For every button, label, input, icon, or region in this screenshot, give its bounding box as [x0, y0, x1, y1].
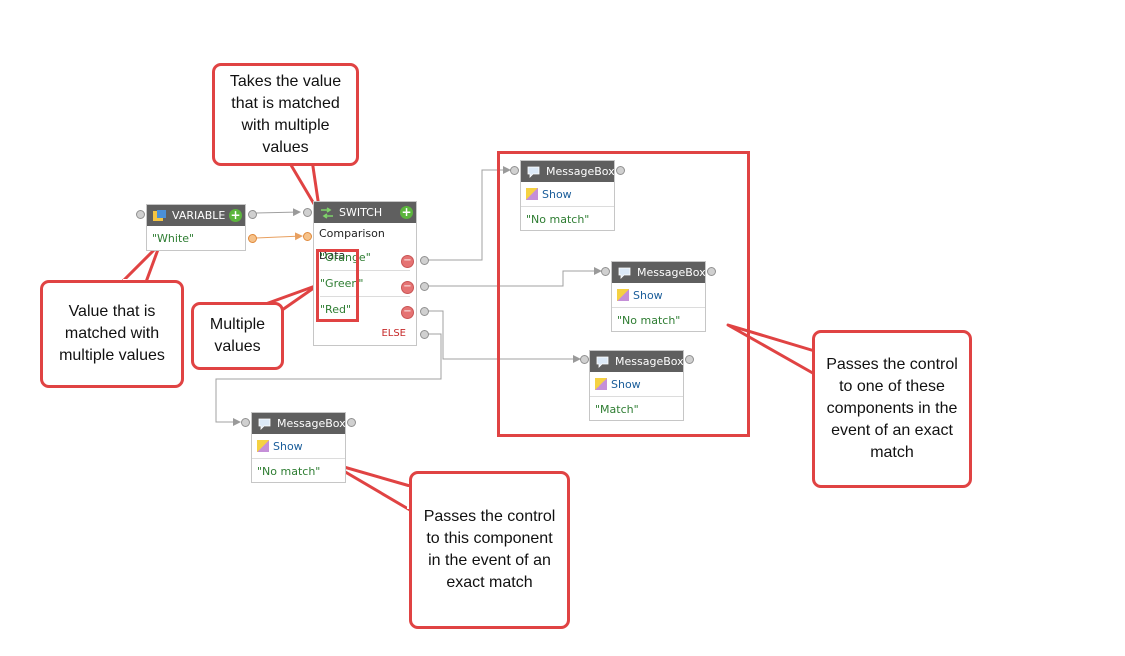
speech-bubble-icon — [258, 418, 272, 430]
show-icon — [526, 188, 538, 200]
messagebox-header: MessageBox — [612, 262, 706, 283]
case-red-port[interactable] — [420, 307, 429, 316]
variable-icon — [153, 209, 167, 222]
comparison-data-label: Comparison Data — [319, 227, 385, 262]
messagebox-node[interactable]: MessageBox Show "No match" — [520, 160, 615, 231]
match-targets-highlight — [497, 151, 750, 437]
messagebox-header: MessageBox — [590, 351, 684, 372]
variable-node-title: VARIABLE — [172, 209, 226, 222]
messagebox-input-port[interactable] — [510, 166, 519, 175]
callout-value-matched: Value that is matched with multiple valu… — [40, 280, 184, 388]
messagebox-title: MessageBox — [637, 266, 706, 279]
callout-text: Value that is matched with multiple valu… — [59, 303, 165, 364]
show-label: Show — [273, 439, 303, 453]
callout-multiple-values: Multiple values — [191, 302, 284, 370]
variable-value: "White" — [152, 231, 195, 245]
switch-node-title: SWITCH — [339, 206, 383, 219]
callout-text: Takes the value that is matched with mul… — [229, 72, 342, 156]
show-label: Show — [633, 288, 663, 302]
wire-else-msg4 — [215, 333, 442, 426]
messagebox-header: MessageBox — [252, 413, 346, 434]
cases-highlight — [316, 249, 359, 322]
messagebox-output-port[interactable] — [616, 166, 625, 175]
callout-passes-this: Passes the control to this component in … — [409, 471, 570, 629]
messagebox-output-port[interactable] — [685, 355, 694, 364]
show-icon — [617, 289, 629, 301]
messagebox-input-port[interactable] — [241, 418, 250, 427]
messagebox-node[interactable]: MessageBox Show "Match" — [589, 350, 684, 421]
remove-case-orange-icon[interactable]: − — [401, 255, 414, 268]
case-red: "Red" — [320, 303, 352, 316]
variable-input-port[interactable] — [136, 210, 145, 219]
switch-comparison-port[interactable] — [303, 232, 312, 241]
else-port[interactable] — [420, 330, 429, 339]
remove-case-red-icon[interactable]: − — [401, 306, 414, 319]
switch-node-header: SWITCH — [314, 202, 416, 223]
messagebox-title: MessageBox — [615, 355, 684, 368]
messagebox-header: MessageBox — [521, 161, 615, 182]
wire-variable-switch — [255, 208, 301, 217]
show-icon — [595, 378, 607, 390]
switch-icon — [320, 206, 334, 219]
show-action[interactable]: Show — [590, 372, 683, 397]
switch-input-port[interactable] — [303, 208, 312, 217]
messagebox-node[interactable]: MessageBox Show "No match" — [611, 261, 706, 332]
message-value: "Match" — [595, 402, 639, 416]
pointer-passes-one — [726, 323, 819, 378]
speech-bubble-icon — [527, 166, 541, 178]
remove-case-green-icon[interactable]: − — [401, 281, 414, 294]
wire-value-comparison — [255, 232, 303, 241]
messagebox-title: MessageBox — [277, 417, 346, 430]
variable-node[interactable]: VARIABLE + "White" — [146, 204, 246, 251]
variable-node-header: VARIABLE — [147, 205, 245, 226]
callout-text: Passes the control to this component in … — [423, 508, 556, 591]
variable-output-port[interactable] — [248, 210, 257, 219]
show-label: Show — [611, 377, 641, 391]
add-icon[interactable]: + — [400, 205, 413, 219]
show-action[interactable]: Show — [612, 283, 705, 308]
messagebox-title: MessageBox — [546, 165, 615, 178]
messagebox-output-port[interactable] — [347, 418, 356, 427]
wire-red-msg3 — [428, 310, 581, 363]
variable-value-port[interactable] — [248, 234, 257, 243]
wire-orange-msg1 — [428, 166, 511, 261]
speech-bubble-icon — [596, 356, 610, 368]
case-green-port[interactable] — [420, 282, 429, 291]
callout-text: Passes the control to one of these compo… — [826, 356, 958, 461]
case-green: "Green" — [320, 271, 410, 297]
show-action[interactable]: Show — [252, 434, 345, 459]
callout-text: Multiple values — [209, 316, 266, 355]
messagebox-input-port[interactable] — [580, 355, 589, 364]
speech-bubble-icon — [618, 267, 632, 279]
show-action[interactable]: Show — [521, 182, 614, 207]
message-value: "No match" — [526, 212, 590, 226]
wire-green-msg2 — [428, 267, 602, 287]
show-icon — [257, 440, 269, 452]
messagebox-node[interactable]: MessageBox Show "No match" — [251, 412, 346, 483]
message-value: "No match" — [257, 464, 321, 478]
add-icon[interactable]: + — [229, 208, 242, 222]
callout-passes-one: Passes the control to one of these compo… — [812, 330, 972, 488]
show-label: Show — [542, 187, 572, 201]
callout-takes-value: Takes the value that is matched with mul… — [212, 63, 359, 166]
else-label: ELSE — [381, 328, 406, 339]
case-orange-port[interactable] — [420, 256, 429, 265]
messagebox-input-port[interactable] — [601, 267, 610, 276]
message-value: "No match" — [617, 313, 681, 327]
messagebox-output-port[interactable] — [707, 267, 716, 276]
